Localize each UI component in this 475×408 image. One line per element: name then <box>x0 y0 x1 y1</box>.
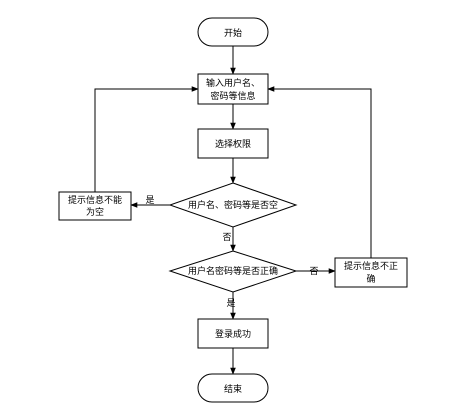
wrong-message-line1: 提示信息不正 <box>344 260 398 272</box>
edge-label-correct-yes: 是 <box>226 298 235 309</box>
end-label: 结束 <box>224 383 242 395</box>
wrong-message-line2: 确 <box>366 273 375 285</box>
check-correct-label: 用户名密码等是否正确 <box>188 265 278 277</box>
select-permission-node: 选择权限 <box>197 128 269 159</box>
check-correct-decision: 用户名密码等是否正确 <box>168 250 298 293</box>
arrow-wrong-message-loop <box>267 86 372 258</box>
input-label-line2: 密码等信息 <box>210 90 255 102</box>
edge-label-correct-no: 否 <box>309 266 318 277</box>
empty-message-node: 提示信息不能 为空 <box>58 191 132 221</box>
empty-message-line2: 为空 <box>86 206 104 218</box>
end-node: 结束 <box>197 373 269 403</box>
input-node: 输入用户名、 密码等信息 <box>197 73 269 105</box>
edge-label-empty-no: 否 <box>222 232 231 243</box>
empty-message-line1: 提示信息不能 <box>68 194 122 206</box>
arrow-empty-message-loop <box>94 86 199 192</box>
select-permission-label: 选择权限 <box>215 138 251 150</box>
success-label: 登录成功 <box>215 328 251 340</box>
check-empty-label: 用户名、密码等是否空 <box>188 199 278 211</box>
start-label: 开始 <box>224 27 242 39</box>
edge-label-empty-yes: 是 <box>145 195 154 206</box>
check-empty-decision: 用户名、密码等是否空 <box>168 182 298 228</box>
wrong-message-node: 提示信息不正 确 <box>334 257 408 288</box>
start-node: 开始 <box>197 17 269 47</box>
input-label-line1: 输入用户名、 <box>206 77 260 89</box>
success-node: 登录成功 <box>197 318 269 349</box>
